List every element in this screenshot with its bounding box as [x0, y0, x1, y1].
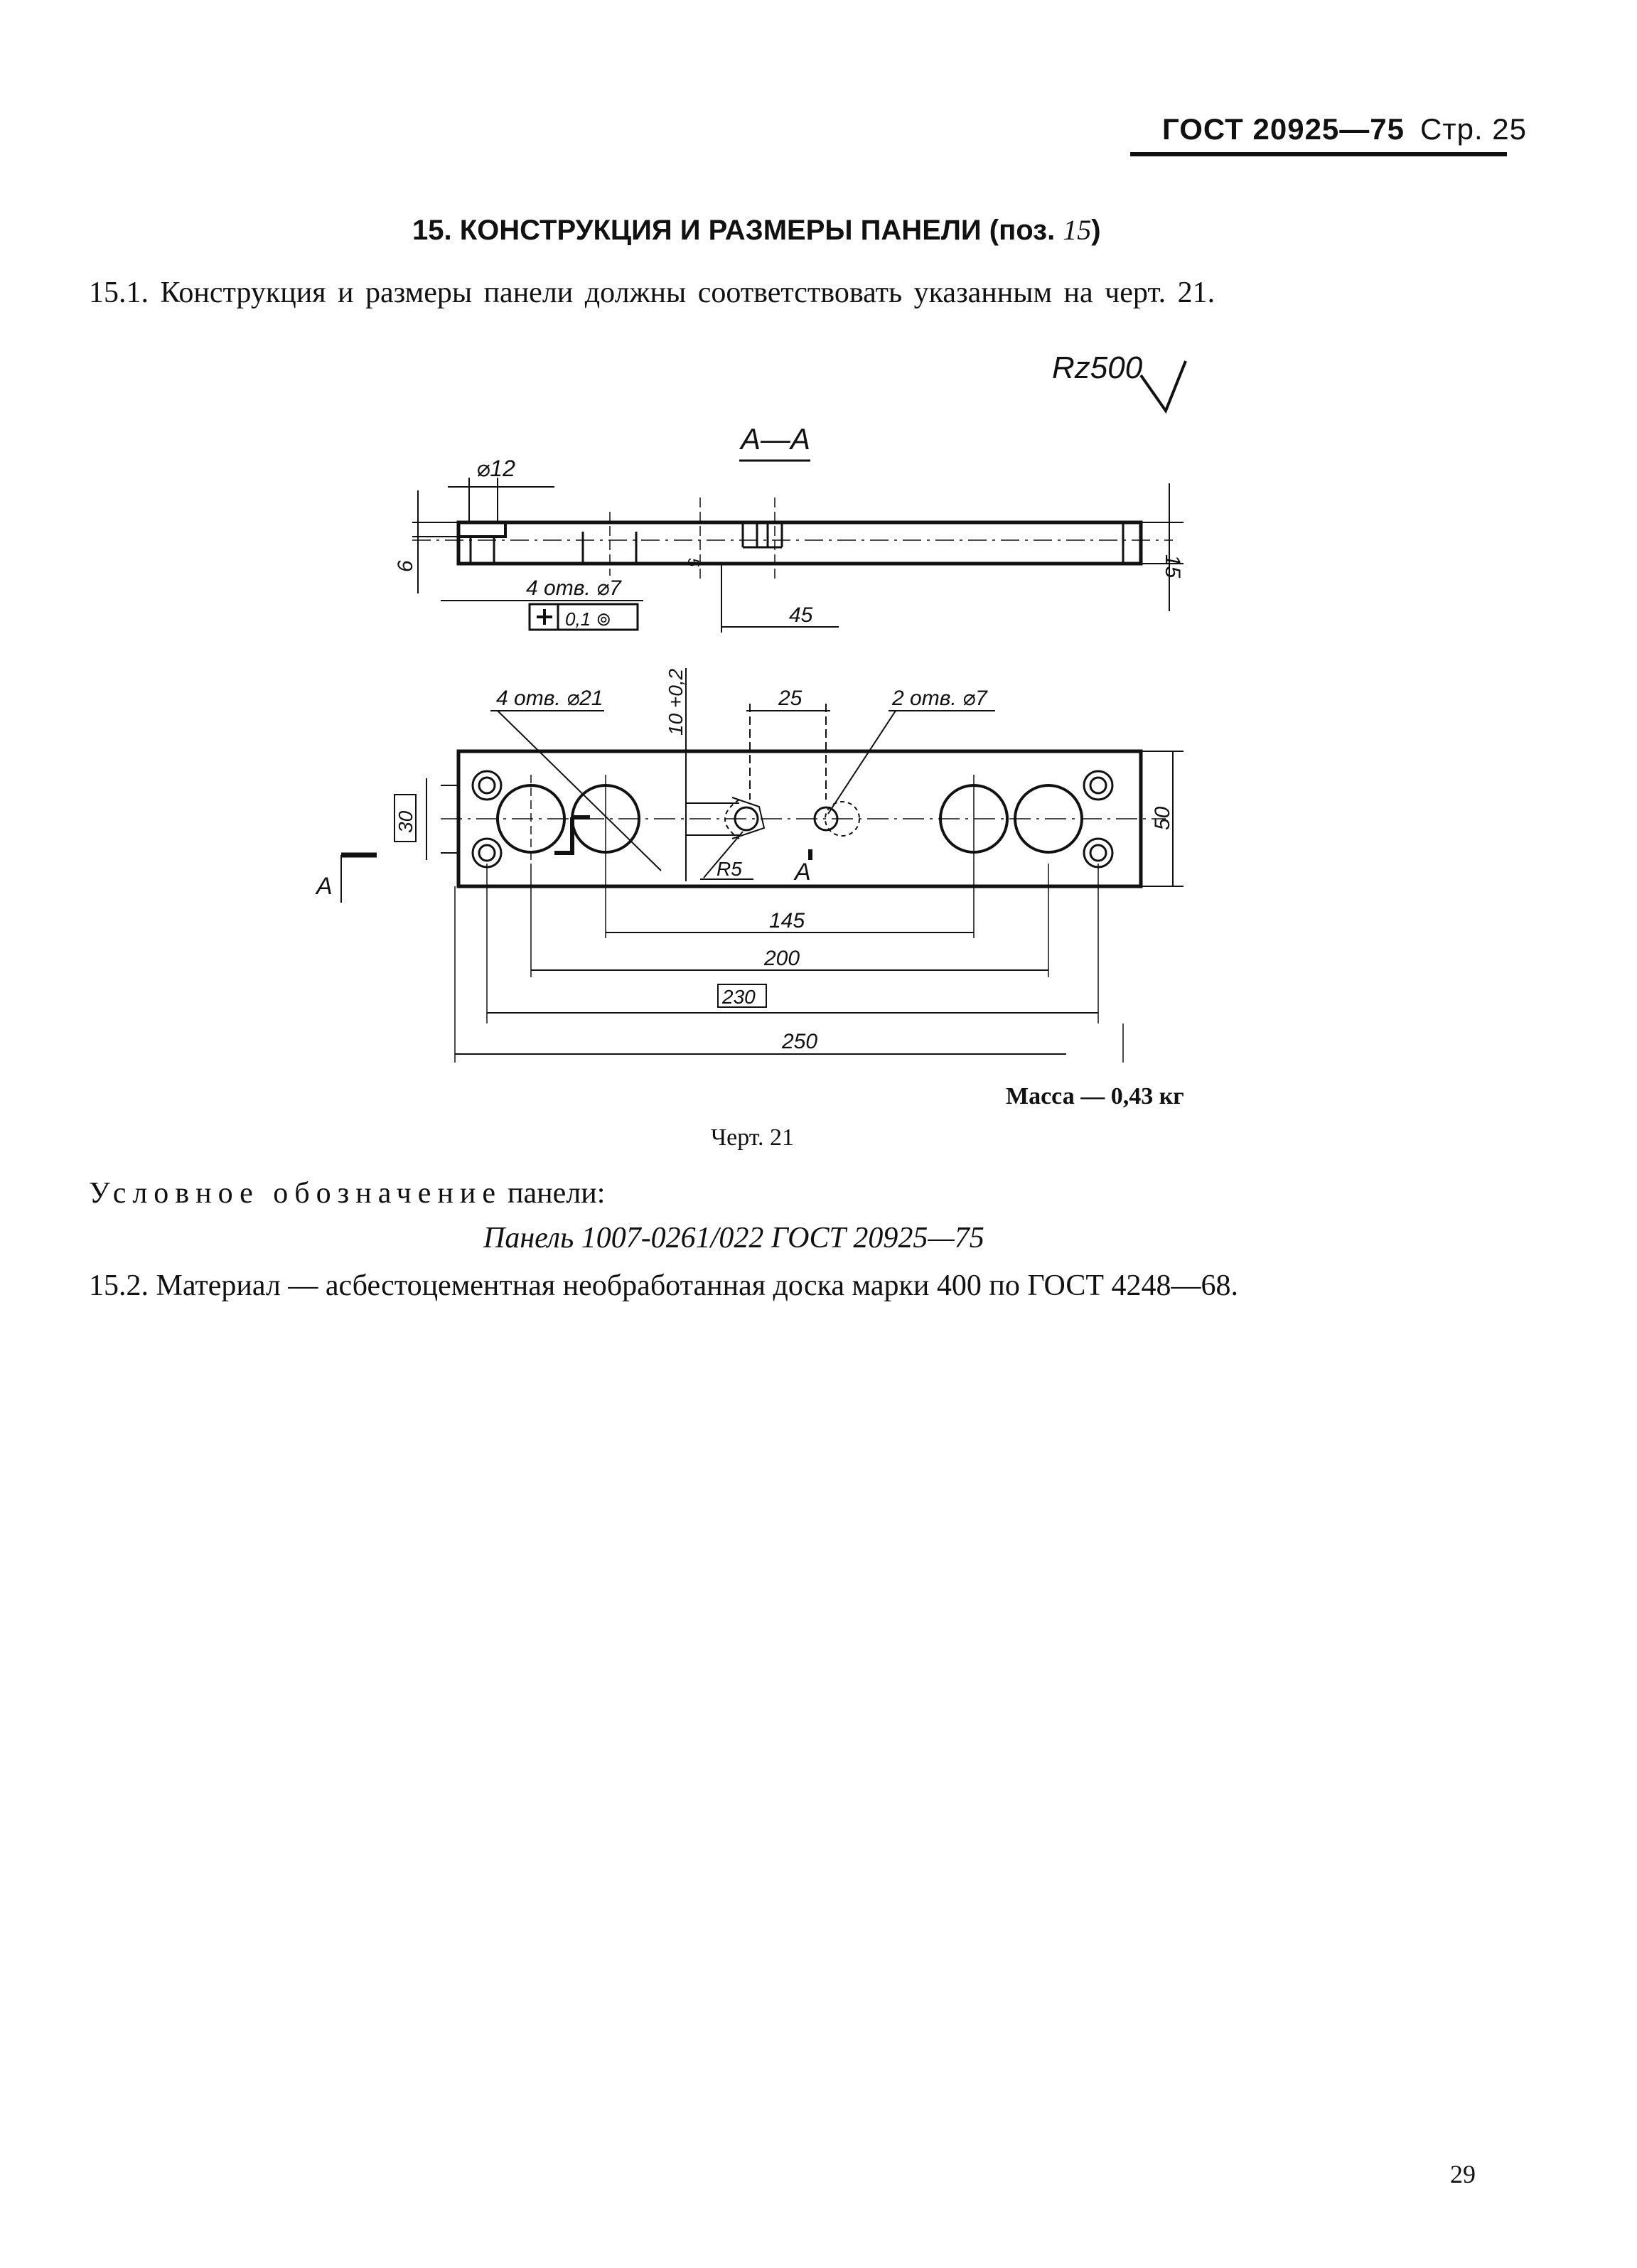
paragraph-15-1: 15.1. Конструкция и размеры панели должн…: [89, 276, 1215, 309]
dim-30: 30: [395, 810, 417, 833]
section-ref: 15: [1063, 214, 1092, 246]
section-title: 15. КОНСТРУКЦИЯ И РАЗМЕРЫ ПАНЕЛИ (поз. 1…: [412, 214, 1101, 246]
label-4-holes-d21: 4 отв. ⌀21: [496, 687, 603, 710]
page-number: 29: [1450, 2160, 1476, 2188]
dim-25: 25: [778, 687, 803, 710]
page-label: Стр. 25: [1420, 112, 1527, 146]
dim-250: 250: [781, 1030, 817, 1053]
label-4-holes-d7: 4 отв. ⌀7: [526, 576, 622, 600]
mass-note: Масса — 0,43 кг: [1006, 1083, 1184, 1109]
dim-200: 200: [763, 947, 800, 970]
panel-designation: Панель 1007-0261/022 ГОСТ 20925—75: [483, 1222, 984, 1254]
dim-50: 50: [1151, 806, 1174, 830]
paragraph-15-2: 15.2. Материал — асбестоцементная необра…: [89, 1269, 1239, 1302]
dim-145: 145: [769, 909, 805, 933]
section-a-label: А: [315, 873, 333, 900]
dim-15: 15: [1161, 554, 1184, 579]
roughness-mark: Rz500: [1052, 350, 1143, 385]
dim-d12: ⌀12: [476, 456, 515, 481]
dim-6: 6: [394, 560, 417, 572]
section-aa-label: А—А: [739, 422, 810, 456]
dim-45: 45: [789, 603, 813, 627]
view-a-label: А: [793, 859, 811, 886]
dim-10-tol: 10 +0,2: [665, 668, 687, 736]
header-rule: [1130, 152, 1507, 156]
dim-r5: R5: [716, 858, 742, 880]
figure-caption: Черт. 21: [711, 1124, 795, 1151]
tolerance-value: 0,1 ⊚: [565, 608, 611, 630]
page-header: ГОСТ 20925—75 Стр. 25: [1162, 112, 1527, 146]
dim-230: 230: [721, 986, 756, 1008]
label-2-holes-d7: 2 отв. ⌀7: [891, 687, 988, 710]
standard-number: ГОСТ 20925—75: [1161, 112, 1405, 146]
dim-5: 5: [685, 558, 702, 567]
